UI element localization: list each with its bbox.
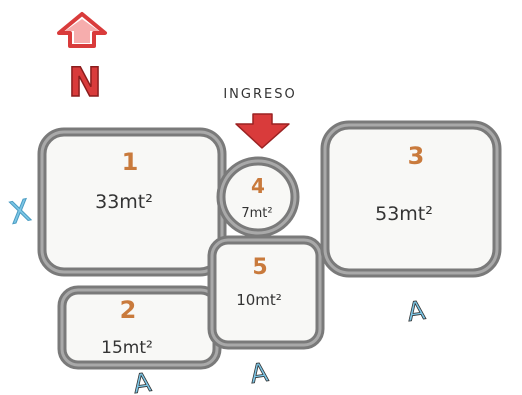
entrance-arrow-icon (235, 113, 290, 149)
room-1-area: 33mt² (95, 191, 153, 213)
mark-a-room-3: A (405, 296, 427, 328)
mark-a-room-2: A (131, 368, 153, 395)
room-5: 5 10mt² (207, 235, 325, 350)
mark-x-room-1: X (6, 193, 33, 232)
room-3-number: 3 (408, 142, 425, 170)
room-2-area: 15mt² (101, 338, 153, 358)
north-label: N (68, 60, 101, 106)
room-3: 3 53mt² (320, 120, 502, 278)
entrance-label: INGRESO (223, 87, 296, 102)
room-2: 2 15mt² (57, 285, 222, 370)
room-1-number: 1 (122, 148, 139, 176)
room-5-number: 5 (252, 255, 267, 280)
room-2-number: 2 (120, 296, 137, 324)
room-3-area: 53mt² (375, 203, 433, 225)
room-4: 4 7mt² (216, 156, 300, 238)
room-4-area: 7mt² (241, 206, 272, 221)
north-arrow-icon (57, 12, 107, 48)
room-4-number: 4 (251, 174, 265, 198)
room-5-area: 10mt² (236, 291, 282, 309)
mark-a-room-5: A (248, 358, 270, 390)
room-1: 1 33mt² (37, 127, 227, 277)
